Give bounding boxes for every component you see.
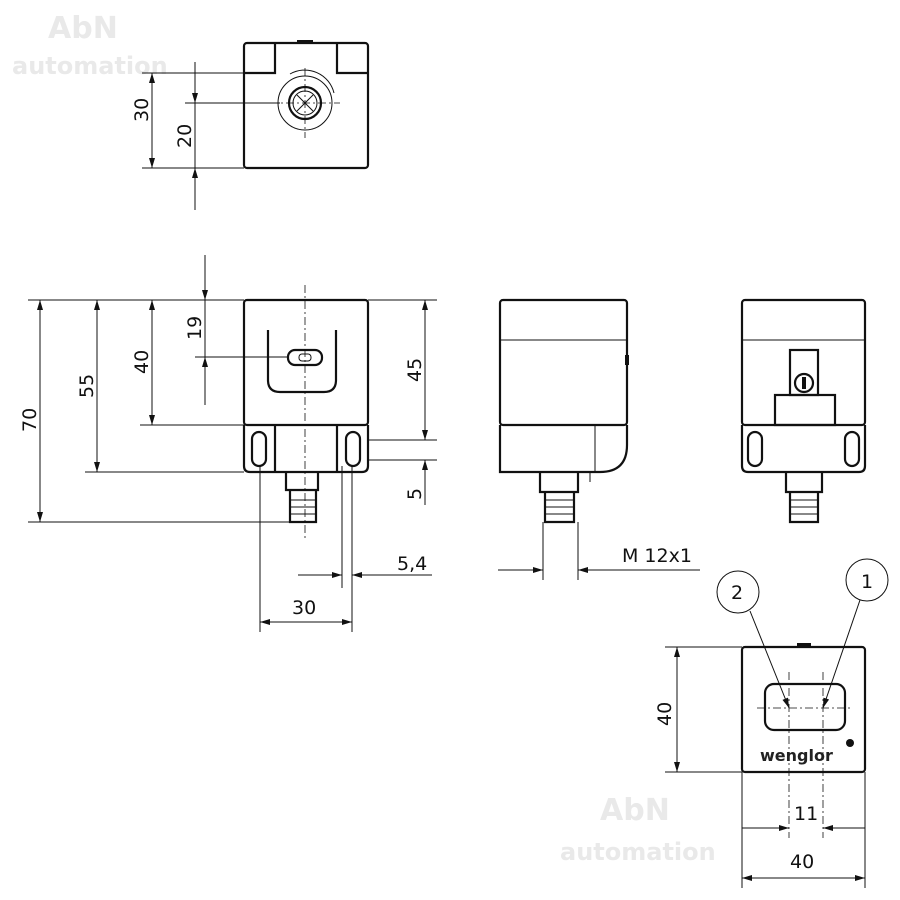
watermark-top-line1: AbN — [48, 11, 118, 46]
balloon-1-label: 1 — [861, 571, 873, 593]
balloon-2-label: 2 — [731, 582, 743, 604]
brand-logo: wenglor — [760, 746, 833, 765]
dim-40-height: 40 — [654, 702, 676, 726]
dim-5: 5 — [404, 488, 426, 500]
side-view: M 12x1 — [498, 298, 700, 580]
balloon-2 — [716, 570, 760, 614]
thread-label: M 12x1 — [622, 545, 692, 567]
dim-40-width: 40 — [790, 851, 814, 873]
watermark-bottom-line1: AbN — [600, 793, 670, 828]
dim-45: 45 — [404, 358, 426, 382]
dim-20: 20 — [174, 124, 196, 148]
back-view — [740, 298, 867, 524]
watermark-top: AbN automation — [12, 11, 168, 80]
top-view: 30 20 — [131, 40, 370, 210]
dim-5-4: 5,4 — [397, 553, 427, 575]
dim-70: 70 — [19, 408, 41, 432]
sensor-window — [763, 682, 847, 732]
dim-40: 40 — [131, 350, 153, 374]
front-view: 70 55 40 19 45 5 5,4 30 — [19, 255, 437, 632]
dim-30: 30 — [131, 98, 153, 122]
watermark-bottom-line2: automation — [560, 838, 716, 866]
watermark-top-line2: automation — [12, 52, 168, 80]
face-view: wenglor 2 1 40 11 40 — [654, 558, 889, 888]
dim-19: 19 — [184, 316, 206, 340]
dim-55: 55 — [76, 374, 98, 398]
watermark-bottom: AbN automation — [560, 793, 716, 866]
balloon-1 — [845, 558, 889, 602]
dim-11: 11 — [794, 803, 818, 825]
dim-30-width: 30 — [292, 597, 316, 619]
